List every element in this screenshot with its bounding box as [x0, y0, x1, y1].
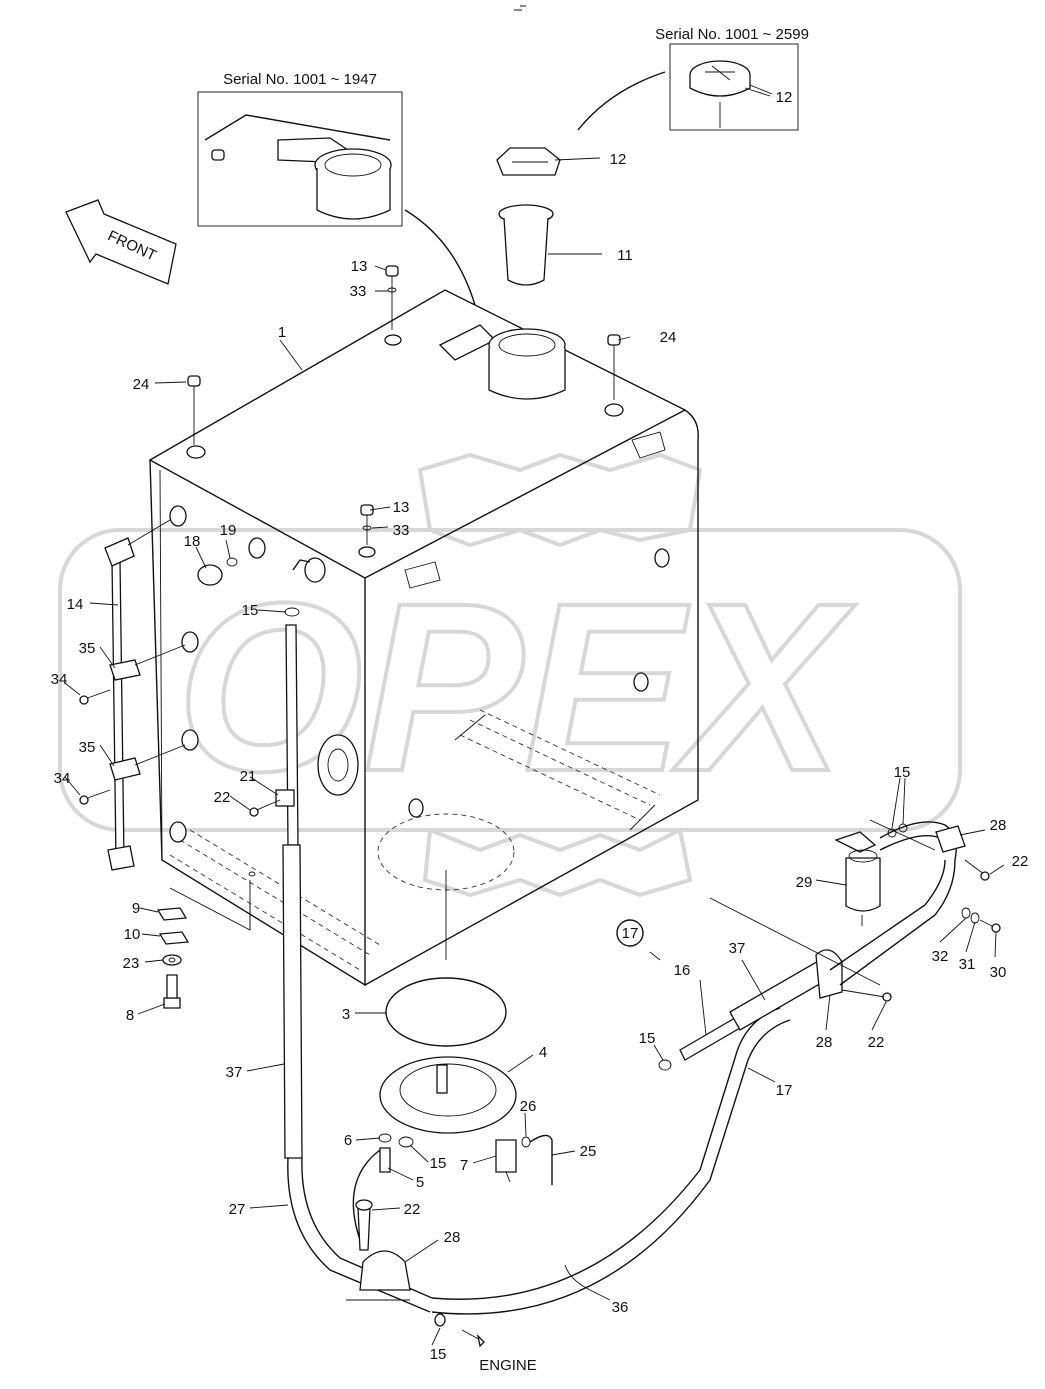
- watermark: OPEX: [58, 452, 962, 898]
- cap-12-icon: [496, 147, 561, 176]
- callout-23: 23: [123, 955, 140, 972]
- callout-30: 30: [990, 964, 1007, 981]
- callout-33-top: 33: [350, 283, 367, 300]
- leader-lines: [64, 87, 1005, 1346]
- callout-8: 8: [126, 1007, 134, 1024]
- hose-17: [431, 1007, 781, 1300]
- top-mark: [514, 5, 526, 11]
- callout-18: 18: [184, 533, 201, 550]
- callout-9: 9: [132, 900, 140, 917]
- inset-right-arrow: [577, 71, 666, 131]
- front-arrow: FRONT: [65, 199, 177, 285]
- callout-14: 14: [67, 596, 84, 613]
- callout-22-d: 22: [1012, 853, 1029, 870]
- fuel-filter-29: [834, 819, 1001, 1002]
- callout-1: 1: [278, 324, 286, 341]
- callout-32: 32: [932, 948, 949, 965]
- callout-22-b: 22: [404, 1201, 421, 1218]
- ref-circle-17-label: 17: [622, 925, 639, 942]
- hose-36: [431, 1019, 791, 1315]
- clamp-28-bottom-icon: [359, 1250, 411, 1291]
- callout-29: 29: [796, 874, 813, 891]
- left-tubes: [249, 559, 433, 1313]
- right-tubes: [649, 859, 956, 1071]
- oring-19-icon: [226, 557, 238, 567]
- watermark-text: OPEX: [177, 553, 857, 821]
- side-flange-icon: [317, 734, 359, 796]
- strainer-and-cap: [496, 147, 561, 286]
- clamp-28-right-icon: [935, 825, 966, 853]
- callout-22-a: 22: [214, 789, 231, 806]
- callout-13-mid: 13: [393, 499, 410, 516]
- callout-27: 27: [229, 1201, 246, 1218]
- inset-left-arrow: [404, 209, 476, 306]
- callout-22-c: 22: [868, 1034, 885, 1051]
- small-parts-bottom: [352, 1133, 553, 1251]
- inset-left: [197, 91, 403, 227]
- fuel-tank: [148, 289, 699, 987]
- top-bolts: [187, 265, 621, 545]
- serial-label-left: Serial No. 1001 ~ 1947: [223, 71, 377, 88]
- callout-36: 36: [612, 1299, 629, 1316]
- callout-10: 10: [124, 926, 141, 943]
- callout-labels: 1 3 4 5 6 7 8 9 10 11 12 12 13 13 14 15 …: [51, 89, 1029, 1363]
- callout-15-a: 15: [242, 602, 259, 619]
- callout-31: 31: [959, 956, 976, 973]
- callout-24-left: 24: [133, 376, 150, 393]
- callout-7: 7: [460, 1157, 468, 1174]
- clamp-15-icon: [434, 1313, 446, 1327]
- callout-6: 6: [344, 1132, 352, 1149]
- callout-15-d: 15: [639, 1030, 656, 1047]
- clip-21-icon: [275, 789, 295, 807]
- callout-12: 12: [610, 151, 627, 168]
- callout-35-a: 35: [79, 640, 96, 657]
- front-arrow-icon: [65, 199, 177, 285]
- callout-15-b: 15: [430, 1155, 447, 1172]
- callout-5: 5: [416, 1174, 424, 1191]
- callout-37-right: 37: [729, 940, 746, 957]
- callout-37-left: 37: [226, 1064, 243, 1081]
- callout-34-b: 34: [54, 770, 71, 787]
- callout-12-inset: 12: [776, 89, 793, 106]
- left-fasteners: [156, 871, 256, 1009]
- suction-plate: [379, 1056, 517, 1134]
- ref-circle-17: [616, 919, 644, 947]
- callout-15-e: 15: [894, 764, 911, 781]
- oring-3-icon: [385, 977, 507, 1047]
- callout-28-bottom: 28: [444, 1229, 461, 1246]
- callout-33-mid: 33: [393, 522, 410, 539]
- engine-label: ENGINE: [479, 1357, 537, 1374]
- callout-35-b: 35: [79, 739, 96, 756]
- callout-4: 4: [539, 1044, 547, 1061]
- callout-26: 26: [520, 1098, 537, 1115]
- level-gauge: [79, 519, 186, 871]
- callout-21: 21: [240, 768, 257, 785]
- callout-24-right: 24: [660, 329, 677, 346]
- callout-16: 16: [674, 962, 691, 979]
- callout-3: 3: [342, 1006, 350, 1023]
- callout-11: 11: [617, 247, 633, 264]
- serial-label-right: Serial No. 1001 ~ 2599: [655, 26, 809, 43]
- callout-17: 17: [776, 1082, 793, 1099]
- callout-28-mid: 28: [816, 1034, 833, 1051]
- callout-13-top: 13: [351, 258, 368, 275]
- plug-icon: [211, 149, 225, 161]
- inset-right: [669, 43, 799, 131]
- callout-34-a: 34: [51, 671, 68, 688]
- callout-28-right: 28: [990, 817, 1007, 834]
- callout-19: 19: [220, 522, 237, 539]
- callout-15-c: 15: [430, 1346, 447, 1363]
- callout-25: 25: [580, 1143, 597, 1160]
- plug-18-icon: [197, 564, 223, 586]
